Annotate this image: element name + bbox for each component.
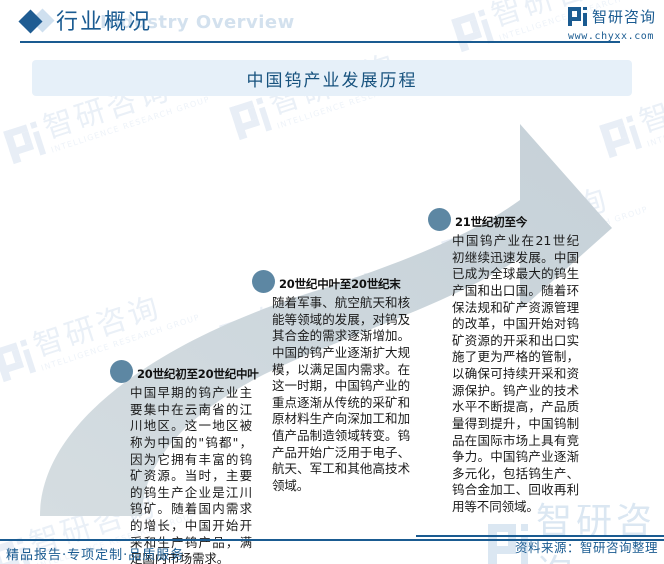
chart-title-banner: 中国钨产业发展历程	[32, 60, 632, 96]
footer-divider	[0, 539, 664, 541]
timeline-milestone-1: 20世纪初至20世纪中叶 中国早期的钨产业主要集中在云南省的江川地区。这一地区被…	[110, 360, 259, 564]
watermark-mark-icon	[0, 338, 36, 382]
header-divider	[20, 41, 620, 43]
milestone-dot-icon	[252, 270, 275, 293]
page-header: Industry Overview 行业概况	[0, 0, 664, 48]
header-subtitle: Industry Overview	[100, 12, 295, 33]
watermark-mark-icon	[219, 314, 262, 358]
milestone-description: 随着军事、航空航天和核能等领域的发展，对钨及其合金的需求逐渐增加。中国的钨产业逐…	[272, 295, 410, 493]
footer-slogan: 精品报告·专项定制·品质服务	[6, 548, 185, 563]
milestone-description: 中国钨产业在21世纪初继续迅速发展。中国已成为全球最大的钨生产国和出口国。随着环…	[452, 233, 579, 514]
brand-mark-icon	[567, 7, 587, 26]
watermark-cn-text: 智研咨询	[29, 289, 166, 365]
chart-title: 中国钨产业发展历程	[246, 70, 418, 91]
source-note: 资料来源：智研咨询整理	[514, 540, 658, 555]
watermark-en-text: INTELLIGENCE RESEARCH GROUP	[645, 89, 664, 149]
watermark-mark-icon	[229, 96, 272, 140]
brand-name: 智研咨询	[591, 8, 656, 26]
watermark-en-text: INTELLIGENCE RESEARCH GROUP	[49, 94, 212, 155]
milestone-period: 20世纪中叶至20世纪末	[279, 277, 401, 291]
milestone-description: 中国早期的钨产业主要集中在云南省的江川地区。这一地区被称为中国的"钨都"，因为它…	[130, 385, 252, 564]
page-title: 行业概况	[56, 10, 153, 35]
brand-url[interactable]: www.chyxx.com	[567, 31, 655, 42]
milestone-dot-icon	[428, 208, 451, 231]
brand-logo[interactable]: 智研咨询 www.chyxx.com	[567, 6, 656, 42]
milestone-period: 21世纪初至今	[455, 215, 528, 229]
timeline-milestone-2: 20世纪中叶至20世纪末 随着军事、航空航天和核能等领域的发展，对钨及其合金的需…	[252, 270, 410, 495]
source-divider	[416, 535, 664, 537]
timeline-milestone-3: 21世纪初至今 中国钨产业在21世纪初继续迅速发展。中国已成为全球最大的钨生产国…	[424, 208, 579, 516]
watermark-cn-text: 智研咨询	[635, 65, 664, 141]
watermark-mark-icon	[3, 120, 46, 164]
milestone-dot-icon	[110, 360, 133, 383]
milestone-period: 20世纪初至20世纪中叶	[137, 367, 259, 381]
diamond-icon	[18, 8, 58, 34]
watermark-mark-icon	[599, 114, 642, 158]
